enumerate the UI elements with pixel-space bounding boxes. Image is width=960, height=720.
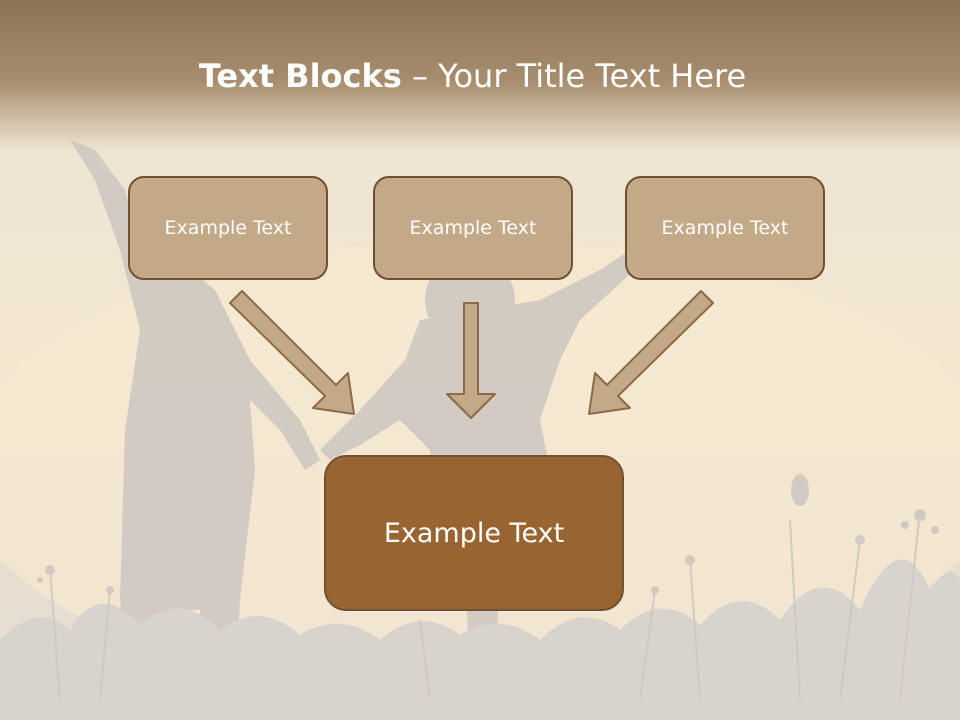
main-text-box[interactable]: Example Text <box>324 455 624 611</box>
title-band <box>0 0 960 150</box>
text-box-1-label: Example Text <box>164 217 292 239</box>
arrow-right-diagonal <box>588 290 714 415</box>
title-rest: Your Title Text Here <box>438 57 747 95</box>
text-box-2-label: Example Text <box>409 217 537 239</box>
title-dash: – <box>401 57 439 95</box>
text-box-2[interactable]: Example Text <box>373 176 573 280</box>
text-box-3-label: Example Text <box>661 217 789 239</box>
arrow-center-down <box>446 302 496 419</box>
title-bold: Text Blocks <box>198 57 402 95</box>
arrow-left-diagonal <box>229 290 355 415</box>
page-title: Text Blocks – Your Title Text Here <box>0 52 945 100</box>
main-text-box-label: Example Text <box>383 517 565 549</box>
text-box-1[interactable]: Example Text <box>128 176 328 280</box>
text-box-3[interactable]: Example Text <box>625 176 825 280</box>
